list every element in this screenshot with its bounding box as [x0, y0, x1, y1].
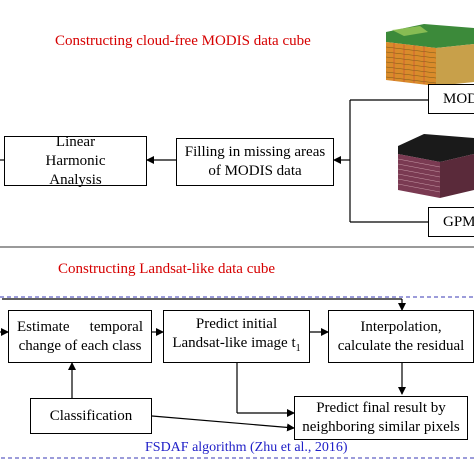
landsat-section-title: Constructing Landsat-like data cube: [58, 261, 276, 277]
estimate-temporal-change-box: Estimate temporal change of each class: [8, 310, 152, 363]
gpm-label: GPM: [443, 213, 474, 230]
predict-initial-box: Predict initial Landsat-like image t1: [163, 310, 310, 363]
modis-section-title: Constructing cloud-free MODIS data cube: [55, 33, 311, 49]
predict-initial-line1: Predict initial: [195, 316, 278, 332]
linear-harmonic-analysis-box: Linear Harmonic Analysis: [4, 134, 147, 188]
filling-missing-areas-box: Filling in missing areas of MODIS data: [176, 138, 334, 186]
predict-initial-line2: Landsat-like image t: [172, 335, 296, 351]
estimate-label-line1: Estimate temporal: [17, 318, 143, 337]
predict-final-line1: Predict final result by: [316, 400, 446, 416]
classification-label: Classification: [49, 407, 133, 424]
fsdaf-caption: FSDAF algorithm (Zhu et al., 2016): [142, 440, 351, 456]
filling-label-line2: of MODIS data: [208, 163, 302, 179]
predict-final-line2: neighboring similar pixels: [302, 419, 460, 435]
modis-data-cube-image: [385, 24, 474, 86]
modis-box: MODIS: [428, 84, 474, 114]
gpm-box: GPM: [428, 207, 474, 237]
predict-initial-line2-wrap: Landsat-like image t1: [172, 334, 300, 358]
gpm-data-cube-image: [397, 134, 474, 198]
predict-initial-subscript: 1: [295, 343, 301, 354]
predict-final-box: Predict final result by neighboring simi…: [294, 396, 468, 440]
classification-box: Classification: [30, 398, 152, 434]
interpolation-line2: calculate the residual: [337, 337, 465, 354]
interpolation-box: Interpolation, calculate the residual: [328, 310, 474, 363]
temporal-word: temporal: [89, 318, 143, 335]
filling-label-line1: Filling in missing areas: [184, 144, 326, 160]
linear-harmonic-label: Linear Harmonic Analysis: [45, 133, 106, 188]
estimate-label-line2: change of each class: [18, 337, 142, 354]
modis-label: MODIS: [443, 90, 474, 107]
interpolation-line1: Interpolation,: [360, 318, 442, 335]
estimate-word: Estimate: [17, 318, 70, 335]
